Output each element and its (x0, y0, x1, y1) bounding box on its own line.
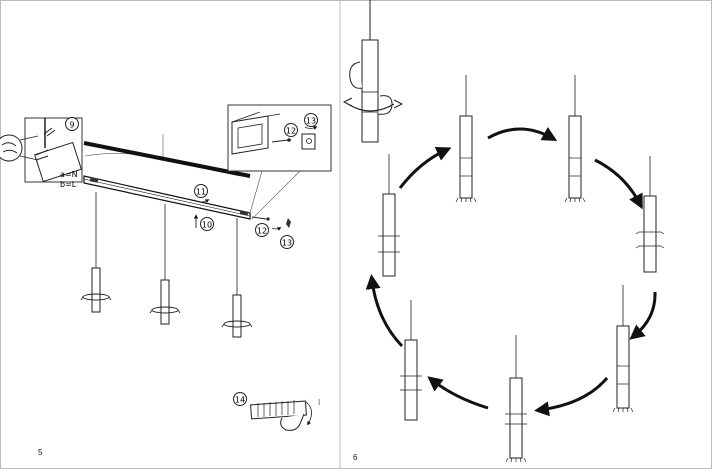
page-number-right: 6 (353, 453, 358, 462)
svg-text:10: 10 (202, 221, 212, 230)
hand-upper-icon (349, 61, 363, 89)
screw-icon (251, 216, 267, 220)
pendant-right (221, 218, 253, 338)
wiring-inset: 9 (0, 117, 83, 183)
label-b-l: b=L (60, 180, 77, 189)
cycle-pendant-1 (455, 75, 477, 203)
pendant-cycle (378, 75, 665, 463)
callout-9 (65, 117, 79, 131)
svg-text:13: 13 (306, 117, 316, 126)
page-number-left: 5 (38, 448, 43, 457)
arrow-right-lower-icon (629, 291, 657, 340)
arrow-left-icon (365, 274, 404, 348)
cycle-pendant-6 (400, 300, 422, 421)
rotate-arrow-icon (193, 199, 210, 203)
hand-icon (280, 413, 305, 431)
cycle-pendant-3 (635, 156, 665, 273)
switch-on-mark: I (318, 398, 320, 407)
callout-13 (280, 235, 294, 249)
twist-arrow-icon (305, 401, 312, 426)
callout-13-inset (304, 113, 318, 127)
svg-text:9: 9 (69, 121, 74, 130)
pendant-middle (149, 204, 181, 325)
cycle-pendant-5 (505, 335, 527, 463)
cycle-pendant-7 (378, 154, 400, 277)
svg-text:13: 13 (282, 239, 292, 248)
callout-10 (200, 217, 214, 231)
callout-14 (233, 392, 247, 406)
svg-text:14: 14 (235, 396, 245, 405)
arrow-top-left-icon (398, 146, 452, 189)
callout-11 (194, 184, 208, 198)
rotate-arrow-icon (393, 99, 404, 109)
hand-lower-icon (377, 95, 393, 115)
label-a-n: a=N (60, 170, 78, 179)
svg-text:12: 12 (286, 127, 296, 136)
svg-text:12: 12 (257, 227, 267, 236)
hand-pendant-detail (342, 0, 404, 143)
arrow-bottom-right-icon (534, 377, 609, 417)
terminal-block-detail: 14 I (233, 392, 320, 431)
arrow-top-icon (487, 127, 558, 141)
bracket-inset: 12 13 (227, 104, 332, 172)
bracket-clip-icon (301, 133, 316, 150)
screw-head-icon (286, 218, 291, 228)
canopy-bar (83, 141, 251, 178)
arrow-bottom-left-icon (427, 376, 489, 410)
wire-detail-icon (0, 134, 23, 162)
arrow-right-upper-icon (594, 158, 643, 210)
svg-text:11: 11 (196, 188, 206, 197)
callout-12 (255, 223, 269, 237)
mounting-rail (83, 175, 251, 220)
cycle-pendant-4 (612, 285, 634, 413)
callout-12-inset (284, 123, 298, 137)
cycle-arrows (365, 127, 657, 417)
cycle-pendant-2 (564, 75, 586, 203)
pendant-left (80, 192, 112, 313)
